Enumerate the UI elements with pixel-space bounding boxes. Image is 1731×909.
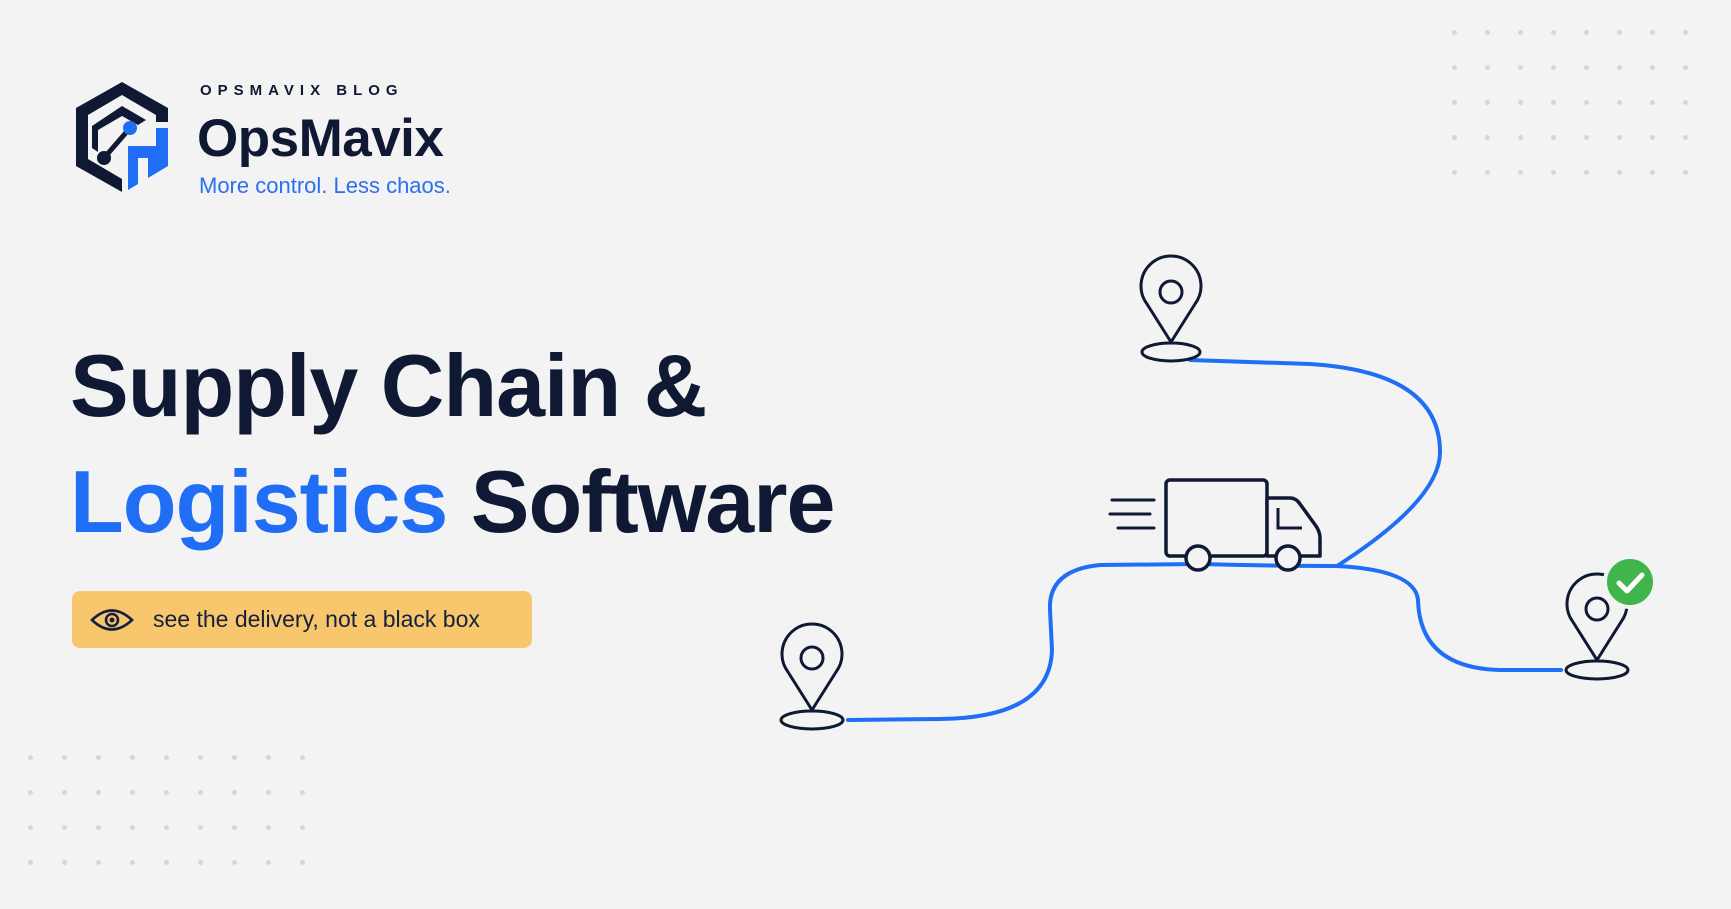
map-pin-icon: [1139, 254, 1203, 363]
decorative-dot: [1551, 135, 1556, 140]
decorative-dot: [198, 860, 203, 865]
decorative-dot: [300, 825, 305, 830]
decorative-dot: [130, 790, 135, 795]
decorative-dot: [1551, 30, 1556, 35]
decorative-dot: [1485, 170, 1490, 175]
decorative-dot: [1584, 65, 1589, 70]
decorative-dot: [1650, 170, 1655, 175]
decorative-dot: [1650, 100, 1655, 105]
decorative-dot: [198, 755, 203, 760]
brand-tagline: More control. Less chaos.: [199, 173, 451, 198]
decorative-dot: [1551, 100, 1556, 105]
decorative-dot: [62, 860, 67, 865]
decorative-dot: [164, 755, 169, 760]
decorative-dot: [28, 790, 33, 795]
decorative-dot: [300, 755, 305, 760]
decorative-dot: [130, 755, 135, 760]
route-path: [846, 561, 1563, 722]
decorative-dot: [266, 755, 271, 760]
decorative-dot: [130, 860, 135, 865]
decorative-dot: [1617, 135, 1622, 140]
decorative-dot: [266, 790, 271, 795]
page-title: Supply Chain & Logistics Software: [70, 328, 836, 560]
decorative-dot: [232, 790, 237, 795]
title-line-1: Supply Chain &: [70, 336, 707, 435]
decorative-dot: [1650, 65, 1655, 70]
decorative-dot: [1683, 65, 1688, 70]
decorative-dot: [1452, 135, 1457, 140]
decorative-dot: [1551, 65, 1556, 70]
map-pin-icon: [779, 622, 845, 731]
dot-grid-bottom-left: [28, 755, 305, 865]
decorative-dot: [96, 755, 101, 760]
decorative-dot: [96, 825, 101, 830]
dot-grid-top-right: [1452, 30, 1688, 175]
decorative-dot: [232, 755, 237, 760]
blog-eyebrow: OPSMAVIX BLOG: [200, 82, 404, 99]
decorative-dot: [1584, 135, 1589, 140]
decorative-dot: [1617, 170, 1622, 175]
decorative-dot: [1650, 30, 1655, 35]
decorative-dot: [28, 825, 33, 830]
decorative-dot: [62, 790, 67, 795]
decorative-dot: [266, 860, 271, 865]
hexagon-network-logo-icon: [76, 82, 168, 192]
decorative-dot: [164, 790, 169, 795]
decorative-dot: [1650, 135, 1655, 140]
brand-name: OpsMavix: [197, 109, 444, 168]
decorative-dot: [1551, 170, 1556, 175]
decorative-dot: [1617, 65, 1622, 70]
decorative-dot: [1452, 100, 1457, 105]
decorative-dot: [28, 755, 33, 760]
decorative-dot: [300, 860, 305, 865]
visibility-badge: see the delivery, not a black box: [72, 591, 532, 648]
decorative-dot: [1518, 170, 1523, 175]
eye-icon: [90, 608, 134, 631]
decorative-dot: [62, 825, 67, 830]
route-path-upper: [1188, 358, 1443, 568]
decorative-dot: [266, 825, 271, 830]
decorative-dot: [164, 860, 169, 865]
decorative-dot: [1584, 100, 1589, 105]
decorative-dot: [62, 755, 67, 760]
decorative-dot: [1617, 100, 1622, 105]
decorative-dot: [198, 790, 203, 795]
decorative-dot: [198, 825, 203, 830]
decorative-dot: [1518, 100, 1523, 105]
decorative-dot: [1584, 170, 1589, 175]
decorative-dot: [1518, 135, 1523, 140]
decorative-dot: [1485, 65, 1490, 70]
decorative-dot: [1683, 170, 1688, 175]
decorative-dot: [96, 860, 101, 865]
badge-text: see the delivery, not a black box: [153, 606, 480, 632]
decorative-dot: [232, 860, 237, 865]
checkmark-icon: [1603, 555, 1657, 609]
decorative-dot: [1584, 30, 1589, 35]
decorative-dot: [300, 790, 305, 795]
decorative-dot: [28, 860, 33, 865]
decorative-dot: [96, 790, 101, 795]
decorative-dot: [1518, 65, 1523, 70]
delivery-truck-icon: [1108, 478, 1322, 572]
decorative-dot: [232, 825, 237, 830]
decorative-dot: [1485, 135, 1490, 140]
decorative-dot: [1485, 100, 1490, 105]
decorative-dot: [130, 825, 135, 830]
decorative-dot: [1452, 65, 1457, 70]
decorative-dot: [1683, 100, 1688, 105]
decorative-dot: [164, 825, 169, 830]
decorative-dot: [1683, 30, 1688, 35]
title-line-2-rest: Software: [447, 452, 836, 551]
title-accent: Logistics: [70, 452, 448, 551]
decorative-dot: [1617, 30, 1622, 35]
decorative-dot: [1452, 30, 1457, 35]
decorative-dot: [1683, 135, 1688, 140]
decorative-dot: [1518, 30, 1523, 35]
decorative-dot: [1452, 170, 1457, 175]
decorative-dot: [1485, 30, 1490, 35]
